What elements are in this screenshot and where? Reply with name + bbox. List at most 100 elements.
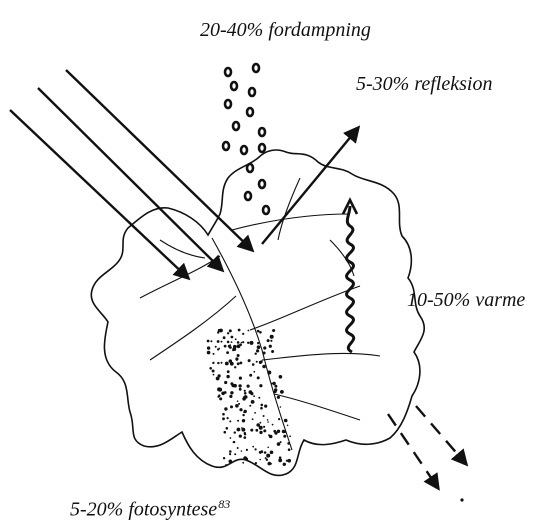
stipple-dot [241, 450, 243, 452]
stipple-dot [225, 464, 227, 466]
stipple-dot [228, 345, 231, 348]
stipple-dot [267, 339, 270, 342]
stipple-dot [265, 457, 267, 459]
stipple-dot [280, 406, 282, 408]
photosynthesis-text: 5-20% fotosyntese [70, 499, 217, 521]
stipple-dot [229, 329, 232, 332]
stipple-dot [236, 359, 238, 361]
stipple-dot [244, 436, 247, 439]
stipple-dot [264, 405, 267, 408]
stipple-dot [221, 341, 223, 343]
stipple-dot [250, 429, 253, 432]
stipple-dot [242, 333, 244, 335]
stipple-dot [217, 348, 219, 350]
stipple-dot [253, 395, 255, 397]
stipple-dot [251, 400, 255, 404]
stipple-dot [263, 346, 266, 349]
footnote-marker: 83 [218, 497, 230, 511]
stipple-dot [267, 421, 269, 423]
stipple-dot [226, 351, 229, 354]
stipple-dot [212, 362, 214, 364]
stipple-dot [283, 463, 286, 466]
stipple-dot [257, 342, 259, 344]
stipple-dot [263, 352, 266, 355]
heat-arrow [343, 200, 357, 352]
stipple-dot [241, 427, 243, 429]
stipple-dot [256, 349, 259, 352]
stipple-dot [233, 384, 237, 388]
stipple-dot [222, 413, 225, 416]
stipple-dot [210, 340, 212, 342]
heat-label: 10-50% varme [407, 290, 525, 310]
stipple-dot [283, 435, 286, 438]
stipple-dot [238, 384, 241, 387]
stipple-dot [260, 422, 262, 424]
stipple-dot [225, 362, 229, 366]
photosynthesis-stipple [207, 329, 291, 466]
stipple-dot [247, 342, 249, 344]
stipple-dot [217, 340, 220, 343]
stipple-dot [255, 462, 257, 464]
stipple-dot [226, 375, 229, 378]
stipple-dot [263, 426, 265, 428]
stipple-dot [274, 388, 277, 391]
stipple-dot [252, 446, 254, 448]
stipple-dot [238, 329, 241, 332]
stipple-dot [237, 354, 240, 357]
stipple-dot [260, 450, 263, 453]
stipple-dot [259, 384, 262, 387]
stipple-dot [222, 417, 225, 420]
stipple-dot [259, 331, 262, 334]
stipple-dot [287, 425, 289, 427]
stipple-dot [272, 329, 275, 332]
stipple-dot [270, 451, 274, 455]
leaf-veins [140, 178, 380, 450]
stipple-dot [250, 341, 254, 345]
stipple-dot [257, 376, 260, 379]
stipple-dot [238, 403, 240, 405]
stipple-dot [280, 390, 284, 394]
stipple-dot [246, 449, 248, 451]
stipple-dot [255, 429, 258, 432]
stipple-dot [227, 332, 229, 334]
stipple-dot [267, 419, 269, 421]
stipple-dot [270, 335, 274, 339]
stipple-dot [269, 435, 273, 439]
stipple-dot [255, 448, 257, 450]
stipple-dot [279, 375, 283, 379]
stipple-dot [230, 362, 234, 366]
stipple-dot [269, 345, 272, 348]
stipple-dot [242, 462, 244, 464]
stipple-dot [252, 418, 254, 420]
stipple-dot [286, 460, 288, 462]
stipple-dot [270, 340, 272, 342]
reflection-arrow [262, 128, 358, 244]
stipple-dot [278, 459, 282, 463]
stipple-dot [267, 447, 269, 449]
stipple-dot [266, 454, 270, 458]
stipple-dot [213, 353, 215, 355]
stipple-dot [230, 437, 232, 439]
stipple-dot [224, 345, 227, 348]
stipple-dot [235, 404, 239, 408]
stipple-dot [262, 365, 266, 369]
stipple-dot [263, 429, 266, 432]
stipple-dot [237, 400, 239, 402]
stipple-dot [229, 450, 232, 453]
stipple-dot [277, 396, 280, 399]
stipple-dot [258, 397, 260, 399]
stipple-dot [207, 340, 210, 343]
stipple-dot [252, 363, 255, 366]
stipple-dot [259, 431, 262, 434]
stipple-dot [284, 419, 288, 423]
stipple-dot [242, 419, 245, 422]
stipple-dot [264, 451, 267, 454]
stipple-dot [282, 430, 285, 433]
stipple-dot [240, 362, 243, 365]
stipple-dot [287, 442, 290, 445]
stipple-dot [213, 374, 215, 376]
stipple-dot [224, 407, 227, 410]
stipple-dot [288, 448, 291, 451]
stipple-dot [237, 341, 240, 344]
